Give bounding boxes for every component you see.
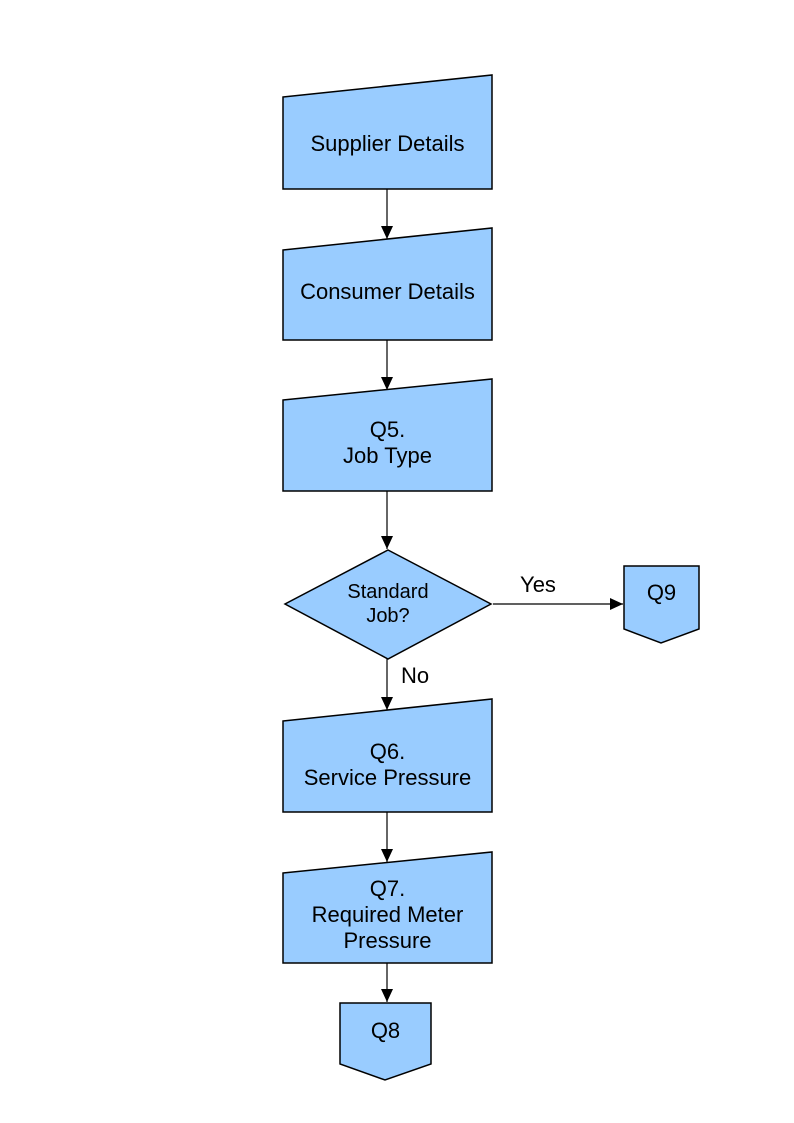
node-consumer-details-label: Consumer Details [300,279,475,304]
node-q6-service-pressure-label: Q6. Service Pressure [303,739,472,790]
connector-q8-shape [339,1002,432,1081]
node-supplier-details-shape [282,74,493,190]
decision-standard-job-label: Standard Job? [347,581,429,627]
connector-q9-shape [623,565,700,644]
node-supplier-details-label: Supplier Details [310,131,465,156]
node-q6-service-pressure-shape [282,698,493,813]
edge-label-no: No [400,663,430,688]
node-q7-required-meter-pressure-shape [282,851,493,964]
node-q5-job-type-shape [282,378,493,492]
edge-label-yes: Yes [520,572,556,597]
connector-q8-label: Q8 [370,1018,401,1043]
node-q7-required-meter-pressure-label: Q7. Required Meter Pressure [311,876,464,953]
connector-q9-label: Q9 [646,580,677,605]
node-consumer-details-shape [282,227,493,341]
decision-standard-job-shape [283,549,493,660]
node-q5-job-type-label: Q5. Job Type [343,417,432,468]
